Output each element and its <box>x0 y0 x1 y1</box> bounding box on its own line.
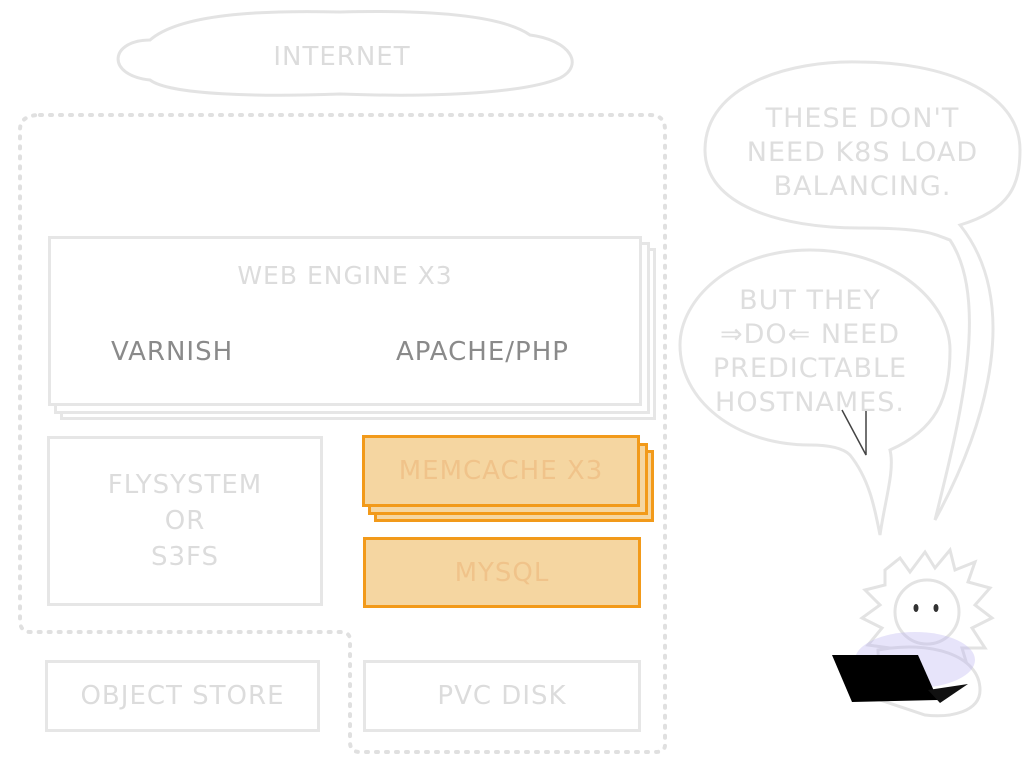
pvc-disk-box: PVC DISK <box>363 660 641 732</box>
mysql-label: MYSQL <box>454 557 550 588</box>
memcache-label: MEMCACHE X3 <box>398 456 604 486</box>
cluster-boundary <box>18 113 667 754</box>
flysystem-line2: OR <box>164 506 206 536</box>
object-store-box: OBJECT STORE <box>45 660 320 732</box>
speech-bubble-top <box>703 60 1022 521</box>
apache-php-label: APACHE/PHP <box>396 337 569 367</box>
bubble-top-line3: BALANCING. <box>773 171 952 202</box>
flysystem-box: FLYSYSTEM OR S3FS <box>47 436 323 606</box>
web-engine-label: WEB ENGINE X3 <box>237 261 453 290</box>
flysystem-line3: S3FS <box>150 542 220 572</box>
web-engine-box: WEB ENGINE X3 VARNISH APACHE/PHP <box>48 236 642 406</box>
varnish-label: VARNISH <box>111 337 234 367</box>
bubble-top-line1: THESE DON'T <box>765 103 960 134</box>
internet-label: INTERNET <box>273 42 411 72</box>
bubble-bottom-line4: HOSTNAMES. <box>715 387 905 418</box>
pvc-disk-label: PVC DISK <box>437 681 567 711</box>
flysystem-line1: FLYSYSTEM <box>107 470 263 500</box>
mysql-box: MYSQL <box>363 537 641 608</box>
internet-cloud <box>116 10 574 97</box>
bubble-pointer <box>841 409 867 456</box>
memcache-box: MEMCACHE X3 <box>362 435 640 507</box>
object-store-label: OBJECT STORE <box>80 681 285 711</box>
bubble-bottom-line1: BUT THEY <box>739 285 881 316</box>
bubble-bottom-line2: ⇒DO⇐ NEED <box>720 319 900 350</box>
bubble-bottom-line3: PREDICTABLE <box>712 353 908 384</box>
laptop-icon <box>832 655 938 702</box>
bubble-bottom-text: BUT THEY ⇒DO⇐ NEED PREDICTABLE HOSTNAMES… <box>680 284 940 420</box>
bubble-top-text: THESE DON'T NEED K8S LOAD BALANCING. <box>705 102 1020 204</box>
speech-bubble-bottom <box>678 248 952 536</box>
bubble-top-line2: NEED K8S LOAD <box>746 137 979 168</box>
